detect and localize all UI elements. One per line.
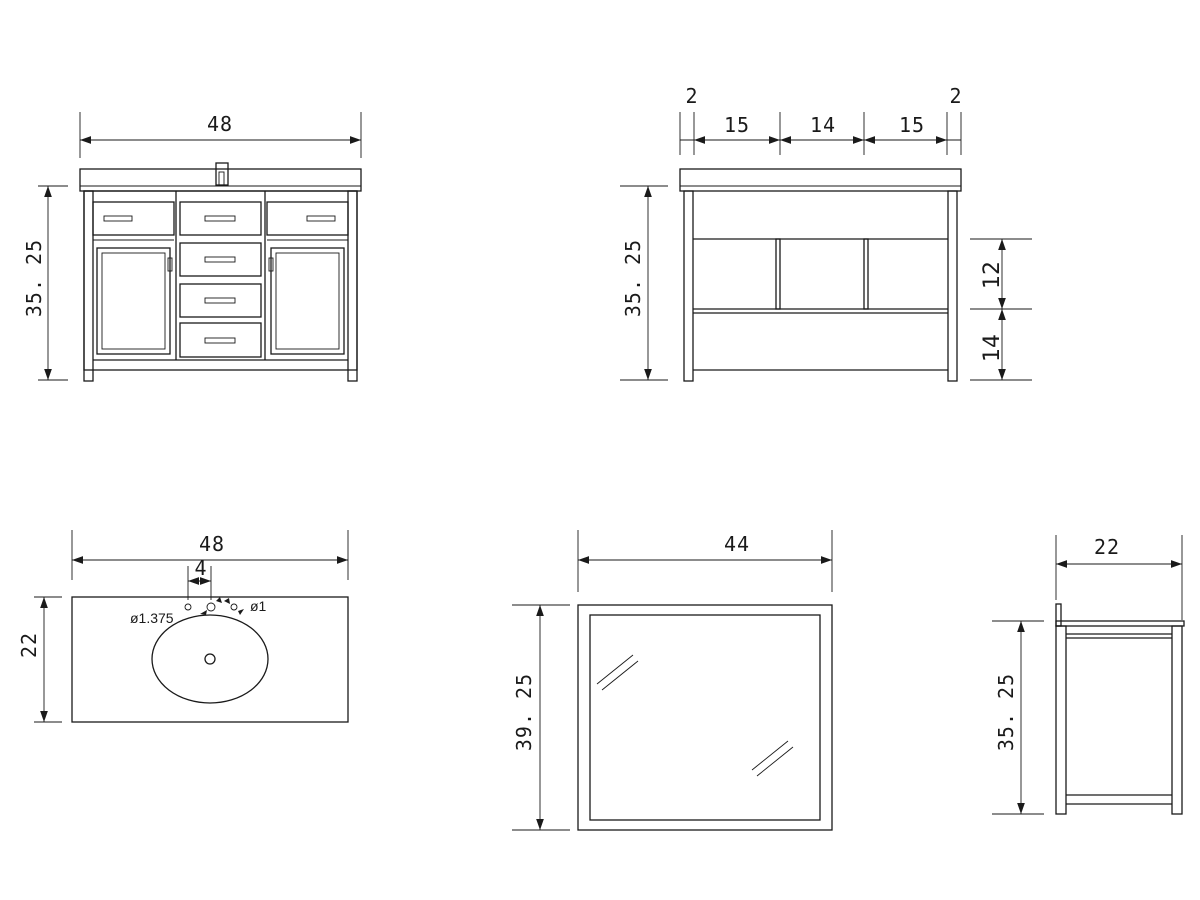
front-door-left-handle xyxy=(167,257,173,272)
back-countertop xyxy=(679,168,962,192)
back-height-label: 35. 25 xyxy=(621,239,645,317)
side-view: 22 35. 25 xyxy=(992,535,1185,815)
mirror-reflection-1a xyxy=(596,654,634,685)
top-hole-arrow-2 xyxy=(216,597,222,603)
front-drawer-center-3 xyxy=(179,283,262,318)
side-height-label: 35. 25 xyxy=(994,673,1018,751)
front-width-label: 48 xyxy=(207,112,233,136)
back-divider-left xyxy=(775,238,781,310)
back-upper-open-label: 12 xyxy=(980,261,1005,289)
top-hole-arrow-1 xyxy=(200,610,207,615)
back-leg-left xyxy=(683,190,694,382)
front-door-right xyxy=(270,247,345,355)
front-drawer-center-4 xyxy=(179,322,262,358)
mirror-frame xyxy=(577,604,833,831)
front-drawer-center-3-handle xyxy=(204,297,236,304)
front-faucet xyxy=(215,162,229,186)
top-view: 48 4 22 ø1.375 ø1 xyxy=(17,530,349,723)
mirror-height-label: 39. 25 xyxy=(512,673,536,751)
front-drawer-center-4-handle xyxy=(204,337,236,344)
top-drain xyxy=(204,653,216,665)
front-door-left-panel xyxy=(101,252,166,350)
side-leg-back xyxy=(1055,625,1067,815)
front-drawer-top-right xyxy=(266,201,349,236)
back-side-left-label: 2 xyxy=(685,84,698,108)
front-drawer-center-1-handle xyxy=(204,215,236,222)
front-leg-left xyxy=(83,190,94,382)
front-door-right-handle xyxy=(268,257,274,272)
front-drawer-center-1 xyxy=(179,201,262,236)
back-leg-right xyxy=(947,190,958,382)
mirror-view: 44 39. 25 xyxy=(512,530,833,831)
top-hole-center xyxy=(206,602,216,612)
mirror-width-label: 44 xyxy=(724,532,750,556)
top-hole-arrow-4 xyxy=(238,609,244,615)
side-countertop xyxy=(1055,620,1185,627)
front-faucet-spout xyxy=(218,171,225,186)
side-backsplash xyxy=(1055,603,1062,627)
top-faucet-spacing-label: 4 xyxy=(194,556,207,580)
top-hole-right xyxy=(230,603,238,611)
side-leg-front xyxy=(1171,625,1183,815)
top-small-hole-label: ø1 xyxy=(250,598,267,614)
front-drawer-top-left-handle xyxy=(103,215,133,222)
top-hole-arrow-3 xyxy=(224,598,230,604)
mirror-glass xyxy=(589,614,821,821)
front-height-label: 35. 25 xyxy=(22,239,46,317)
front-door-right-panel xyxy=(275,252,340,350)
front-door-left xyxy=(96,247,171,355)
front-drawer-top-left xyxy=(92,201,175,236)
mirror-reflection-2a xyxy=(751,740,789,771)
back-bay-left-label: 15 xyxy=(724,113,750,137)
front-drawer-center-2 xyxy=(179,242,262,277)
front-leg-right xyxy=(347,190,358,382)
top-countertop-outline xyxy=(71,596,349,723)
back-bay-right-label: 15 xyxy=(899,113,925,137)
top-depth-label: 22 xyxy=(17,632,41,658)
mirror-reflection-1b xyxy=(601,660,639,691)
back-lower-open-label: 14 xyxy=(980,334,1005,362)
back-bay-center-label: 14 xyxy=(810,113,836,137)
mirror-reflection-2b xyxy=(756,746,794,777)
back-side-right-label: 2 xyxy=(949,84,962,108)
front-view: 48 35. 25 xyxy=(22,112,362,382)
top-large-hole-label: ø1.375 xyxy=(130,610,174,626)
side-depth-label: 22 xyxy=(1094,535,1120,559)
back-divider-right xyxy=(863,238,869,310)
front-drawer-top-right-handle xyxy=(306,215,336,222)
front-drawer-center-2-handle xyxy=(204,256,236,263)
top-basin xyxy=(151,614,269,704)
back-view: 2 2 15 14 15 35. 25 12 14 xyxy=(620,84,1032,382)
top-hole-left xyxy=(184,603,192,611)
top-width-label: 48 xyxy=(199,532,225,556)
